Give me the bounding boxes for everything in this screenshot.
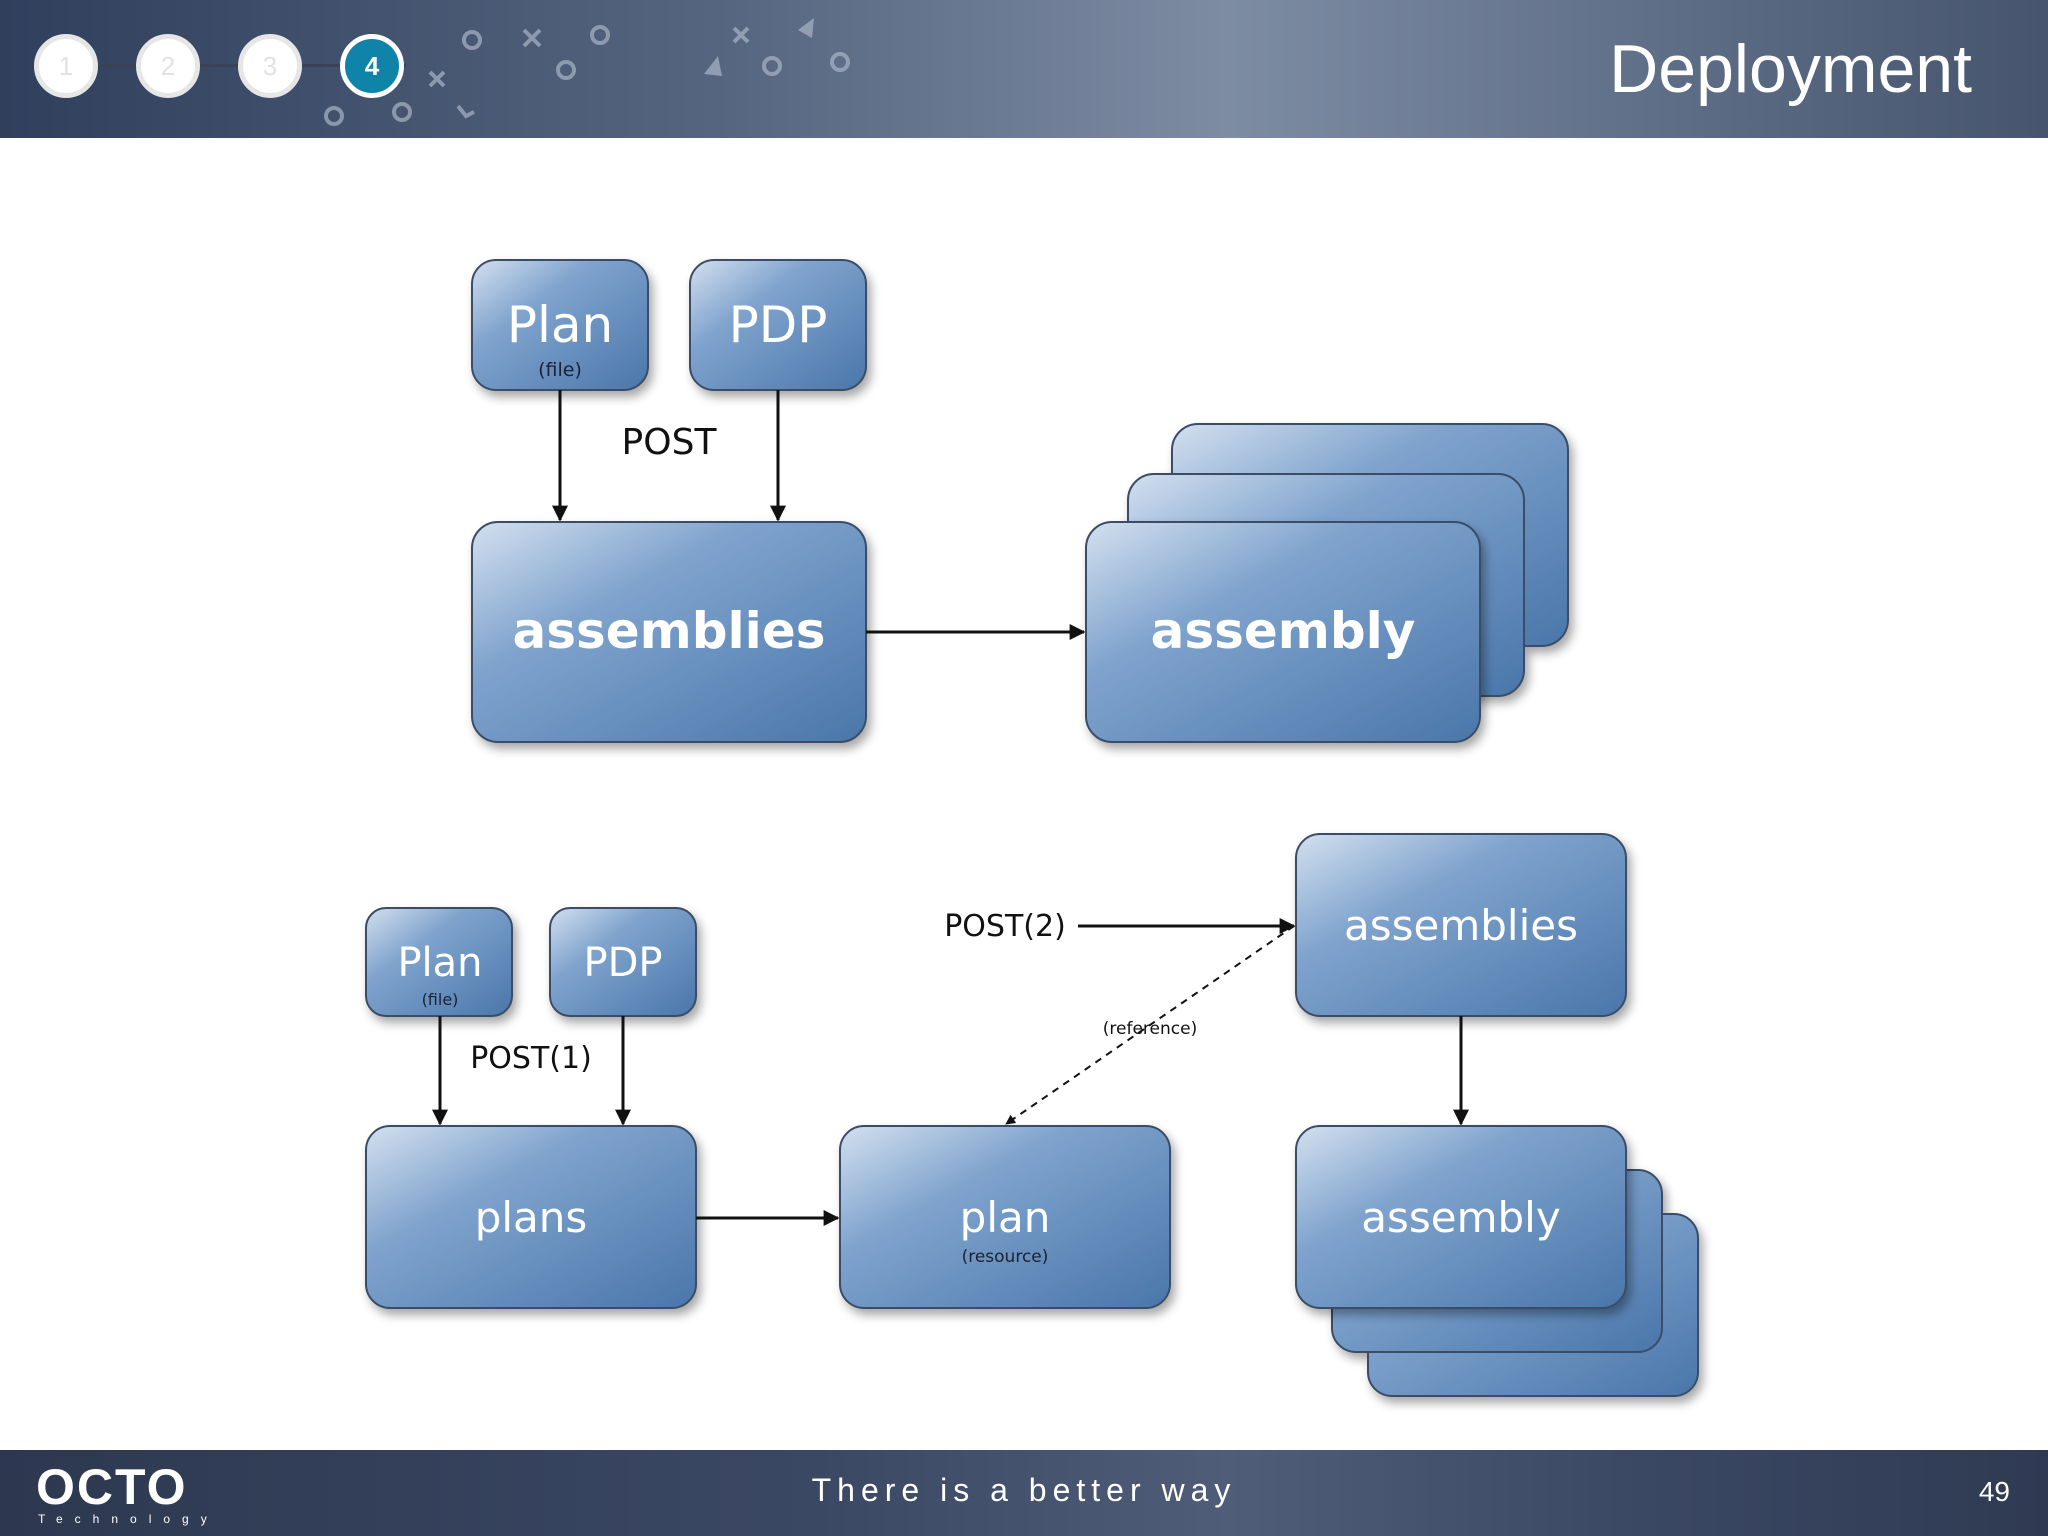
bottom-reference-dashed-arrow xyxy=(1005,925,1295,1125)
header-decoration xyxy=(324,18,850,126)
bottom-plans-label: plans xyxy=(475,1193,588,1242)
bottom-assembly-box xyxy=(1295,1125,1627,1309)
bottom-pdp-label: PDP xyxy=(583,940,662,986)
bottom-post2-label: POST(2) xyxy=(944,909,1066,944)
top-plan-sublabel: (file) xyxy=(538,359,582,381)
top-assemblies-label: assemblies xyxy=(512,602,825,660)
slide-header: 1 2 3 4 Deployment xyxy=(0,0,2048,138)
top-pdp-label: PDP xyxy=(729,296,828,354)
bottom-plan-resource-box xyxy=(839,1125,1171,1309)
top-assembly-label: assembly xyxy=(1151,602,1416,660)
slide-title: Deployment xyxy=(1609,31,1972,107)
step-4-active[interactable]: 4 xyxy=(340,34,404,98)
bottom-assembly-label: assembly xyxy=(1361,1193,1560,1242)
bottom-plan-resource-label: plan xyxy=(960,1193,1051,1242)
top-assembly-box xyxy=(1085,521,1481,743)
page-number: 49 xyxy=(1978,1476,2010,1507)
bottom-plan-sublabel: (file) xyxy=(422,990,459,1009)
step-2[interactable]: 2 xyxy=(136,34,200,98)
slide-footer: OCTO Technology There is a better way 49 xyxy=(0,1450,2048,1536)
bottom-post1-label: POST(1) xyxy=(470,1041,592,1076)
top-post-label: POST xyxy=(622,422,718,463)
step-1[interactable]: 1 xyxy=(34,34,98,98)
step-3[interactable]: 3 xyxy=(238,34,302,98)
deployment-diagram: Plan (file) PDP POST assemblies assembly… xyxy=(365,259,1699,1397)
bottom-assemblies-label: assemblies xyxy=(1344,901,1578,950)
bottom-reference-label: (reference) xyxy=(1103,1019,1197,1039)
logo-wordmark: OCTO xyxy=(36,1459,188,1515)
footer-tagline: There is a better way xyxy=(811,1472,1237,1508)
bottom-plan-label: Plan xyxy=(397,940,482,986)
logo-subtitle: Technology xyxy=(38,1512,219,1526)
bottom-plan-resource-sublabel: (resource) xyxy=(962,1247,1049,1267)
octo-logo: OCTO Technology xyxy=(36,1459,207,1528)
top-plan-label: Plan xyxy=(507,296,613,354)
